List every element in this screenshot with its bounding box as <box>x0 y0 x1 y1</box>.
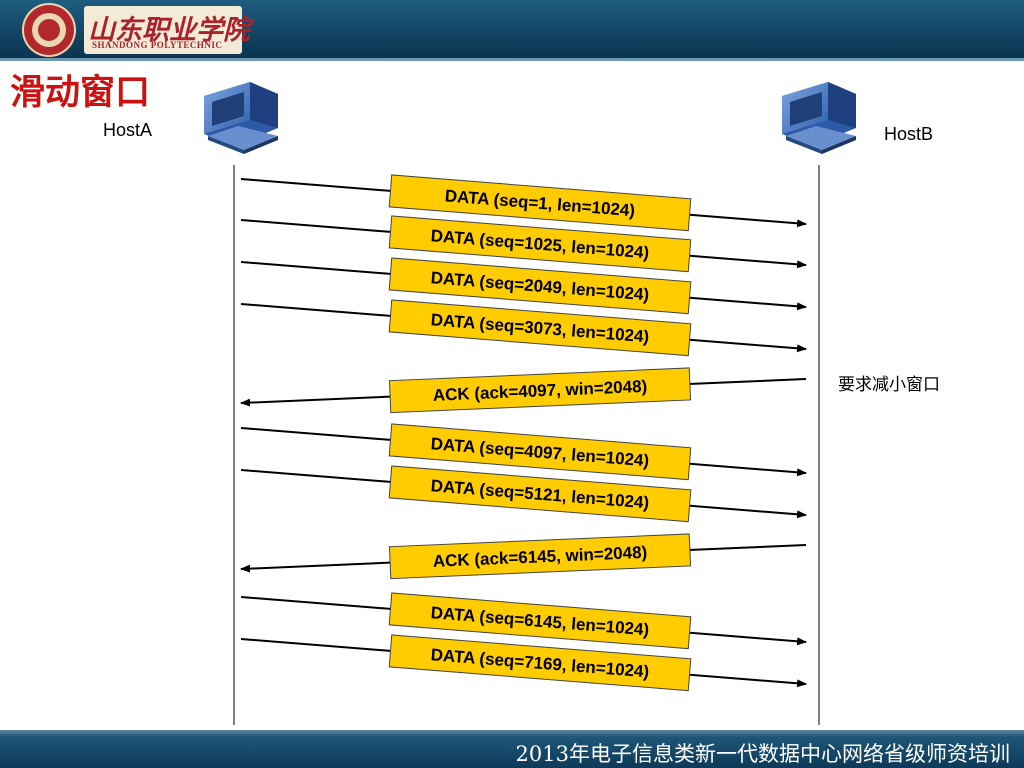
header-bar: 山东职业学院 SHANDONG POLYTECHNIC <box>0 0 1024 60</box>
school-seal-logo <box>22 3 76 57</box>
logo-chinese-name: 山东职业学院 <box>88 15 250 46</box>
label-box-bg <box>388 465 692 523</box>
label-box-bg <box>388 423 692 481</box>
window-reduce-note: 要求减小窗口 <box>838 375 940 395</box>
footer-text: 2013年电子信息类新一代数据中心网络省级师资培训 <box>515 742 1010 766</box>
label-box-bg <box>388 533 692 580</box>
label-box-bg <box>388 592 692 650</box>
logo-english-name: SHANDONG POLYTECHNIC <box>92 40 223 50</box>
label-box-bg <box>388 367 692 414</box>
host-b-label: HostB <box>884 124 934 144</box>
message-label-box: ACK (ack=6145, win=2048) <box>388 533 692 580</box>
label-box-bg <box>388 634 692 692</box>
school-name-logo: 山东职业学院 SHANDONG POLYTECHNIC <box>84 6 250 54</box>
label-box-bg <box>388 257 692 315</box>
label-box-bg <box>388 215 692 273</box>
computer-icon <box>782 82 856 154</box>
header-divider <box>0 58 1024 61</box>
computer-icon <box>204 82 278 154</box>
footer-bar: 2013年电子信息类新一代数据中心网络省级师资培训 <box>0 730 1024 768</box>
message-label-box: ACK (ack=4097, win=2048) <box>388 367 692 414</box>
host-a-label: HostA <box>103 120 153 140</box>
label-box-bg <box>388 299 692 357</box>
label-box-bg <box>388 174 692 232</box>
slide-title: 滑动窗口 <box>10 73 151 113</box>
message-label-box: DATA (seq=6145, len=1024) <box>388 592 692 650</box>
